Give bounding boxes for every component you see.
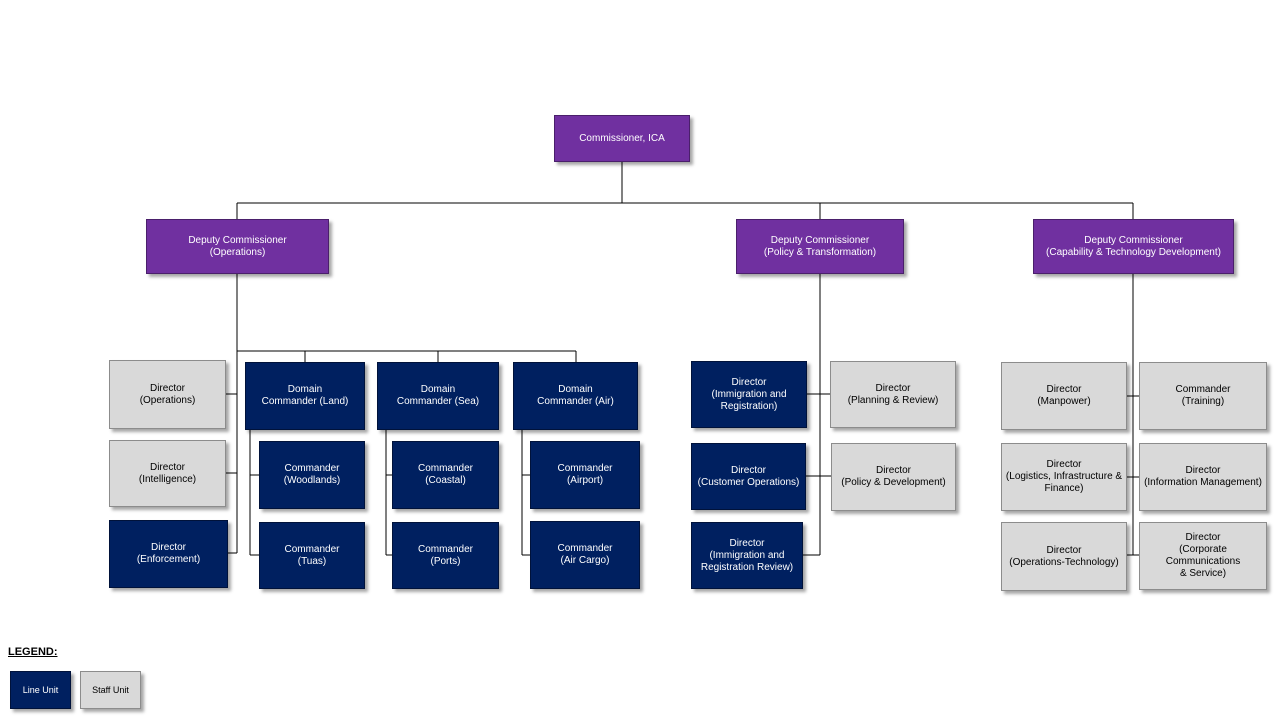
commander-ports-box: Commander (Ports): [392, 522, 499, 589]
domain-air-box: Domain Commander (Air): [513, 362, 638, 430]
connector-policy: [803, 274, 831, 556]
commissioner-box: Commissioner, ICA: [554, 115, 690, 162]
director-operations-technology-label: Director (Operations-Technology): [1009, 544, 1119, 568]
director-corporate-communications-box: Director (Corporate Communications & Ser…: [1139, 522, 1267, 590]
director-policy-development-label: Director (Policy & Development): [841, 465, 946, 488]
connector-land: [249, 430, 259, 556]
deputy-operations-box: Deputy Commissioner (Operations): [146, 219, 329, 274]
director-intelligence-box: Director (Intelligence): [109, 440, 226, 507]
director-immigration-registration-box: Director (Immigration and Registration): [691, 361, 807, 428]
commander-ports-label: Commander (Ports): [417, 543, 474, 567]
director-logistics-box: Director (Logistics, Infrastructure & Fi…: [1001, 443, 1127, 511]
director-planning-review-box: Director (Planning & Review): [830, 361, 956, 428]
director-manpower-label: Director (Manpower): [1037, 384, 1091, 407]
commander-training-label: Commander (Training): [1175, 384, 1231, 407]
connector-air: [521, 430, 530, 556]
connector-sea: [385, 430, 392, 556]
director-enforcement-box: Director (Enforcement): [109, 520, 228, 588]
deputy-policy-box: Deputy Commissioner (Policy & Transforma…: [736, 219, 904, 274]
domain-sea-box: Domain Commander (Sea): [377, 362, 499, 430]
director-immigration-registration-label: Director (Immigration and Registration): [711, 376, 787, 412]
director-immigration-review-label: Director (Immigration and Registration R…: [700, 537, 794, 573]
director-information-management-box: Director (Information Management): [1139, 443, 1267, 511]
domain-air-label: Domain Commander (Air): [537, 384, 614, 407]
director-immigration-review-box: Director (Immigration and Registration R…: [691, 522, 803, 589]
director-customer-operations-box: Director (Customer Operations): [691, 443, 806, 510]
director-logistics-label: Director (Logistics, Infrastructure & Fi…: [1005, 459, 1123, 494]
commissioner-label: Commissioner, ICA: [579, 132, 665, 144]
director-information-management-label: Director (Information Management): [1144, 465, 1262, 488]
commander-tuas-label: Commander (Tuas): [284, 543, 340, 567]
director-operations-box: Director (Operations): [109, 360, 226, 429]
director-operations-label: Director (Operations): [139, 382, 196, 406]
director-customer-operations-label: Director (Customer Operations): [697, 464, 800, 488]
commander-woodlands-box: Commander (Woodlands): [259, 441, 365, 509]
director-manpower-box: Director (Manpower): [1001, 362, 1127, 430]
deputy-capability-label: Deputy Commissioner (Capability & Techno…: [1046, 234, 1221, 258]
commander-airport-box: Commander (Airport): [530, 441, 640, 509]
commander-aircargo-box: Commander (Air Cargo): [530, 521, 640, 589]
commander-airport-label: Commander (Airport): [557, 463, 613, 486]
legend-staff-unit: Staff Unit: [80, 671, 141, 709]
connector-top: [236, 162, 1134, 219]
legend-line-unit-label: Line Unit: [22, 685, 59, 695]
deputy-policy-label: Deputy Commissioner (Policy & Transforma…: [763, 234, 877, 258]
domain-land-label: Domain Commander (Land): [261, 384, 349, 407]
commander-coastal-label: Commander (Coastal): [417, 463, 474, 486]
connector-cap: [1127, 274, 1139, 556]
deputy-capability-box: Deputy Commissioner (Capability & Techno…: [1033, 219, 1234, 274]
commander-aircargo-label: Commander (Air Cargo): [557, 543, 613, 566]
commander-tuas-box: Commander (Tuas): [259, 522, 365, 589]
legend-staff-unit-label: Staff Unit: [92, 685, 129, 695]
director-planning-review-label: Director (Planning & Review): [847, 382, 939, 406]
deputy-operations-label: Deputy Commissioner (Operations): [188, 234, 287, 258]
director-corporate-communications-label: Director (Corporate Communications & Ser…: [1165, 532, 1241, 579]
director-policy-development-box: Director (Policy & Development): [831, 443, 956, 511]
director-enforcement-label: Director (Enforcement): [136, 542, 201, 565]
commander-woodlands-label: Commander (Woodlands): [283, 463, 341, 486]
commander-training-box: Commander (Training): [1139, 362, 1267, 430]
director-intelligence-label: Director (Intelligence): [138, 461, 197, 485]
legend-line-unit: Line Unit: [10, 671, 71, 709]
commander-coastal-box: Commander (Coastal): [392, 441, 499, 509]
legend-title: LEGEND:: [8, 646, 58, 658]
domain-sea-label: Domain Commander (Sea): [396, 384, 480, 407]
director-operations-technology-box: Director (Operations-Technology): [1001, 522, 1127, 591]
domain-land-box: Domain Commander (Land): [245, 362, 365, 430]
connector-ops: [226, 274, 577, 554]
